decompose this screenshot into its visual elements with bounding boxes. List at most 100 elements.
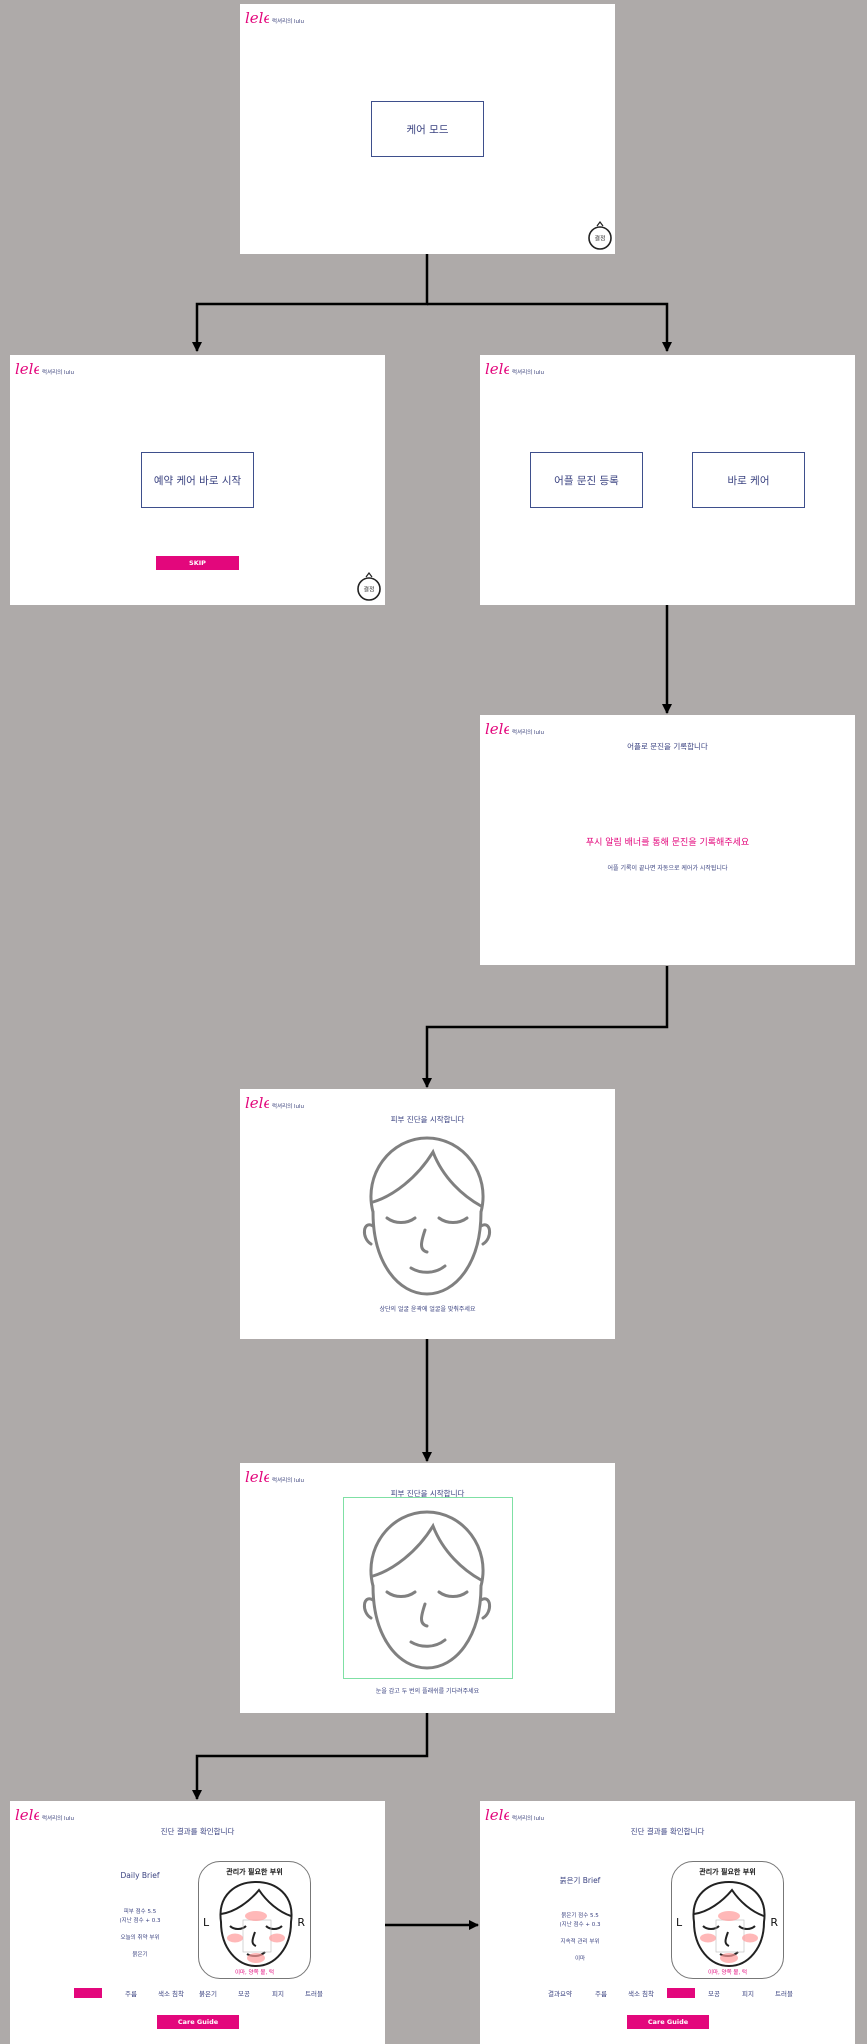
screen-app-questionnaire: lele 럭셔리의 lulu 어플로 문진을 기록합니다 푸시 알림 배너를 통… [480, 715, 855, 965]
screen-care-mode: lele 럭셔리의 lulu 케어 모드 결정 [240, 4, 615, 254]
scan-frame [343, 1497, 513, 1679]
svg-text:lele: lele [245, 1468, 269, 1485]
brief-line: (지난 점수 + 0.3 [559, 1922, 601, 1928]
brand-name: 럭셔리의 lulu [42, 1816, 75, 1822]
svg-text:lele: lele [245, 9, 269, 26]
svg-text:결정: 결정 [594, 235, 605, 243]
brief-line: 붉은기 [132, 1952, 148, 1958]
brand-name: 럭셔리의 lulu [272, 19, 305, 25]
brief-title: 붉은기 Brief [559, 1876, 601, 1885]
tab-pores[interactable]: 모공 [708, 1990, 720, 1998]
screen-care-choice: lele 럭셔리의 lulu 어플 문진 등록 바로 케어 [480, 355, 855, 605]
lele-logo-icon: lele [485, 720, 509, 737]
start-reserved-care-button[interactable]: 예약 케어 바로 시작 [141, 452, 254, 508]
brief-title: Daily Brief [120, 1871, 160, 1880]
timer-icon: 결정 [357, 572, 381, 601]
brief-line: 붉은기 점수 5.5 [561, 1913, 599, 1919]
left-label: L [203, 1916, 210, 1929]
brief-line: 지속적 관리 부위 [560, 1939, 600, 1945]
brand-name: 럭셔리의 lulu [272, 1104, 305, 1110]
logo: lele 럭셔리의 lulu [245, 8, 304, 26]
timer-icon: 결정 [588, 221, 612, 250]
left-label: L [676, 1916, 683, 1929]
brief-line: 오늘의 취약 부위 [120, 1935, 160, 1941]
connector-4-5 [422, 966, 669, 1088]
align-instruction: 상단의 얼굴 윤곽에 얼굴을 맞춰주세요 [379, 1306, 476, 1313]
care-mode-button[interactable]: 케어 모드 [371, 101, 484, 157]
care-guide-button[interactable]: Care Guide [157, 2015, 239, 2029]
svg-text:lele: lele [485, 720, 509, 737]
connector-1-3 [427, 302, 672, 352]
lele-logo-icon: lele [245, 1094, 269, 1111]
connector-1-2 [192, 254, 429, 352]
lele-logo-icon: lele [245, 1468, 269, 1485]
logo: lele 럭셔리의 lulu [245, 1467, 304, 1485]
screen-title: 피부 진단을 시작합니다 [390, 1489, 465, 1498]
face-outline-icon [363, 1510, 491, 1670]
svg-text:결정: 결정 [363, 586, 374, 594]
svg-text:lele: lele [485, 1806, 509, 1823]
svg-text:lele: lele [245, 1094, 269, 1111]
screen-title: 어플로 문진을 기록합니다 [627, 742, 708, 751]
tab-sebum[interactable]: 피지 [742, 1990, 754, 1998]
card-title: 관리가 필요한 부위 [699, 1868, 756, 1876]
svg-text:lele: lele [15, 1806, 39, 1823]
screen-result-redness: lele 럭셔리의 lulu 진단 결과를 확인합니다 붉은기 Brief 붉은… [480, 1801, 855, 2044]
logo: lele 럭셔리의 lulu [485, 719, 544, 737]
screen-title: 진단 결과를 확인합니다 [160, 1827, 235, 1836]
logo: lele 럭셔리의 lulu [485, 1805, 544, 1823]
tab-pores[interactable]: 모공 [238, 1990, 250, 1998]
screen-reserved-care: lele 럭셔리의 lulu 예약 케어 바로 시작 SKIP 결정 [10, 355, 385, 605]
tab-pigmentation[interactable]: 색소 침착 [158, 1990, 184, 1998]
card-subtitle: 이마, 양쪽 볼, 턱 [707, 1970, 748, 1976]
push-headline: 푸시 알림 배너를 통해 문진을 기록해주세요 [585, 838, 750, 848]
brief-line: 이마 [574, 1956, 586, 1962]
screen-diagnosis-flash: lele 럭셔리의 lulu 피부 진단을 시작합니다 눈을 감고 두 번의 플… [240, 1463, 615, 1713]
tab-pigmentation[interactable]: 색소 침착 [628, 1990, 654, 1998]
screen-title: 피부 진단을 시작합니다 [390, 1115, 465, 1124]
lele-logo-icon: lele [485, 1806, 509, 1823]
brand-name: 럭셔리의 lulu [512, 1816, 545, 1822]
lele-logo-icon: lele [485, 360, 509, 377]
lele-logo-icon: lele [15, 360, 39, 377]
tab-summary[interactable]: 결과요약 [548, 1990, 572, 1998]
svg-text:lele: lele [15, 360, 39, 377]
tab-sebum[interactable]: 피지 [272, 1990, 284, 1998]
tab-trouble[interactable]: 트러블 [775, 1990, 793, 1998]
flash-instruction: 눈을 감고 두 번의 플래쉬를 기다려주세요 [375, 1688, 480, 1695]
app-questionnaire-button[interactable]: 어플 문진 등록 [530, 452, 643, 508]
tab-redness[interactable]: 붉은기 [199, 1990, 217, 1998]
skip-button[interactable]: SKIP [156, 556, 239, 570]
tab-wrinkle[interactable]: 주름 [125, 1990, 137, 1998]
brand-name: 럭셔리의 lulu [42, 370, 75, 376]
brand-name: 럭셔리의 lulu [272, 1478, 305, 1484]
lele-logo-icon: lele [15, 1806, 39, 1823]
logo: lele 럭셔리의 lulu [15, 359, 74, 377]
right-label: R [770, 1916, 778, 1929]
logo: lele 럭셔리의 lulu [485, 359, 544, 377]
care-guide-button[interactable]: Care Guide [627, 2015, 709, 2029]
result-card: 관리가 필요한 부위 L R 이마, 양쪽 볼, 턱 [198, 1861, 311, 1979]
result-card: 관리가 필요한 부위 L R 이마, 양쪽 볼, 턱 [671, 1861, 784, 1979]
face-map-icon [692, 1880, 766, 1968]
brief-line: 피부 점수 5.5 [123, 1909, 157, 1915]
screen-result-summary: lele 럭셔리의 lulu 진단 결과를 확인합니다 Daily Brief … [10, 1801, 385, 2044]
tab-summary[interactable]: 결과요약 [74, 1988, 102, 1998]
push-subtext: 어플 기록이 끝나면 자동으로 케어가 시작됩니다 [607, 865, 728, 872]
face-outline-icon [363, 1136, 491, 1296]
svg-text:lele: lele [485, 360, 509, 377]
brand-name: 럭셔리의 lulu [512, 730, 545, 736]
right-label: R [297, 1916, 305, 1929]
lele-logo-icon: lele [245, 9, 269, 26]
screen-title: 진단 결과를 확인합니다 [630, 1827, 705, 1836]
card-title: 관리가 필요한 부위 [226, 1868, 283, 1876]
connector-6-7 [192, 1713, 429, 1800]
brand-name: 럭셔리의 lulu [512, 370, 545, 376]
tab-redness[interactable]: 붉은기 [667, 1988, 695, 1998]
face-map-icon [219, 1880, 293, 1968]
tab-trouble[interactable]: 트러블 [305, 1990, 323, 1998]
card-subtitle: 이마, 양쪽 볼, 턱 [234, 1970, 275, 1976]
direct-care-button[interactable]: 바로 케어 [692, 452, 805, 508]
tab-wrinkle[interactable]: 주름 [595, 1990, 607, 1998]
